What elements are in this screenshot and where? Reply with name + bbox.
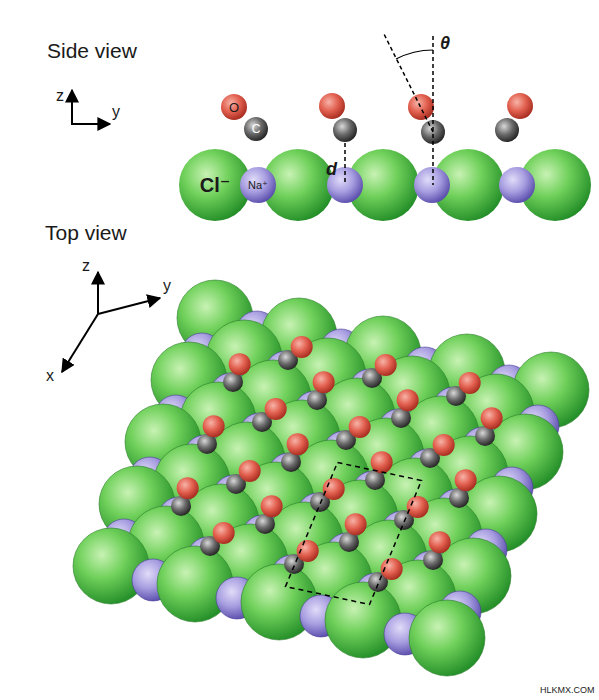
axis-label: z [56,88,64,104]
tilt-line [384,34,433,132]
atom-sphere [240,167,276,203]
atom-sphere [221,94,247,120]
side-surface [262,149,591,221]
axis-arrow [71,90,73,124]
axis-label: z [82,258,90,274]
oxygen-atom: O [221,94,247,120]
axis-label: y [112,104,120,120]
unit-cell [286,463,422,605]
oxygen-atom [239,460,261,482]
axis-arrows [62,272,160,372]
oxygen-atom [455,469,477,491]
view-title: Side view [47,40,137,61]
atom-label-holder: Na⁺ [240,167,276,203]
oxygen-atom [313,371,335,393]
oxygen-atom [481,407,503,429]
axis-label: x [46,368,54,384]
axis-label: y [163,278,171,294]
axis-arrow [97,272,99,314]
oxygen-atom [203,415,225,437]
oxygen-atom [375,354,397,376]
oxygen-atom [177,477,199,499]
angle-symbol: θ [440,34,450,52]
oxygen-atom [407,496,429,518]
carbon-atom [495,118,519,142]
sodium-ion [414,167,450,203]
view-title: Top view [45,222,127,243]
oxygen-atom [397,389,419,411]
top-lattice [73,280,589,676]
oxygen-atom [265,398,287,420]
normal-line [432,36,434,185]
atom-label-holder: C [244,117,268,141]
atom-sphere [244,117,268,141]
axis-arrows [71,90,110,124]
oxygen-atom [319,93,345,119]
oxygen-atom [433,434,455,456]
oxygen-atom [408,94,434,120]
oxygen-atom [459,372,481,394]
atom-label: O [229,101,239,114]
carbon-atom: C [244,117,268,141]
axis-arrow [62,314,98,372]
oxygen-atom [507,93,533,119]
atom-label: Na⁺ [248,180,268,191]
oxygen-atom [287,433,309,455]
distance-symbol: d [326,160,337,178]
oxygen-atom [345,513,367,535]
sodium-ion: Na⁺ [240,167,276,203]
watermark: HLKMX.COM [540,686,595,695]
oxygen-atom [349,416,371,438]
guide-lines [345,34,433,185]
top-molecules [171,336,503,592]
oxygen-atom [323,478,345,500]
axis-arrow [71,123,110,125]
angle-arc [396,50,433,59]
oxygen-atom [261,495,283,517]
atom-label: C [252,123,261,135]
sodium-ion [499,167,535,203]
distance-line [344,143,346,185]
oxygen-atom [229,353,251,375]
carbon-atom [333,118,357,142]
oxygen-atom [291,336,313,358]
axis-arrow [98,298,160,314]
oxygen-atom [429,531,451,553]
atom-label: Cl⁻ [200,175,231,195]
atom-label-holder: O [221,94,247,120]
oxygen-atom [213,522,235,544]
chloride-ion [409,600,485,676]
